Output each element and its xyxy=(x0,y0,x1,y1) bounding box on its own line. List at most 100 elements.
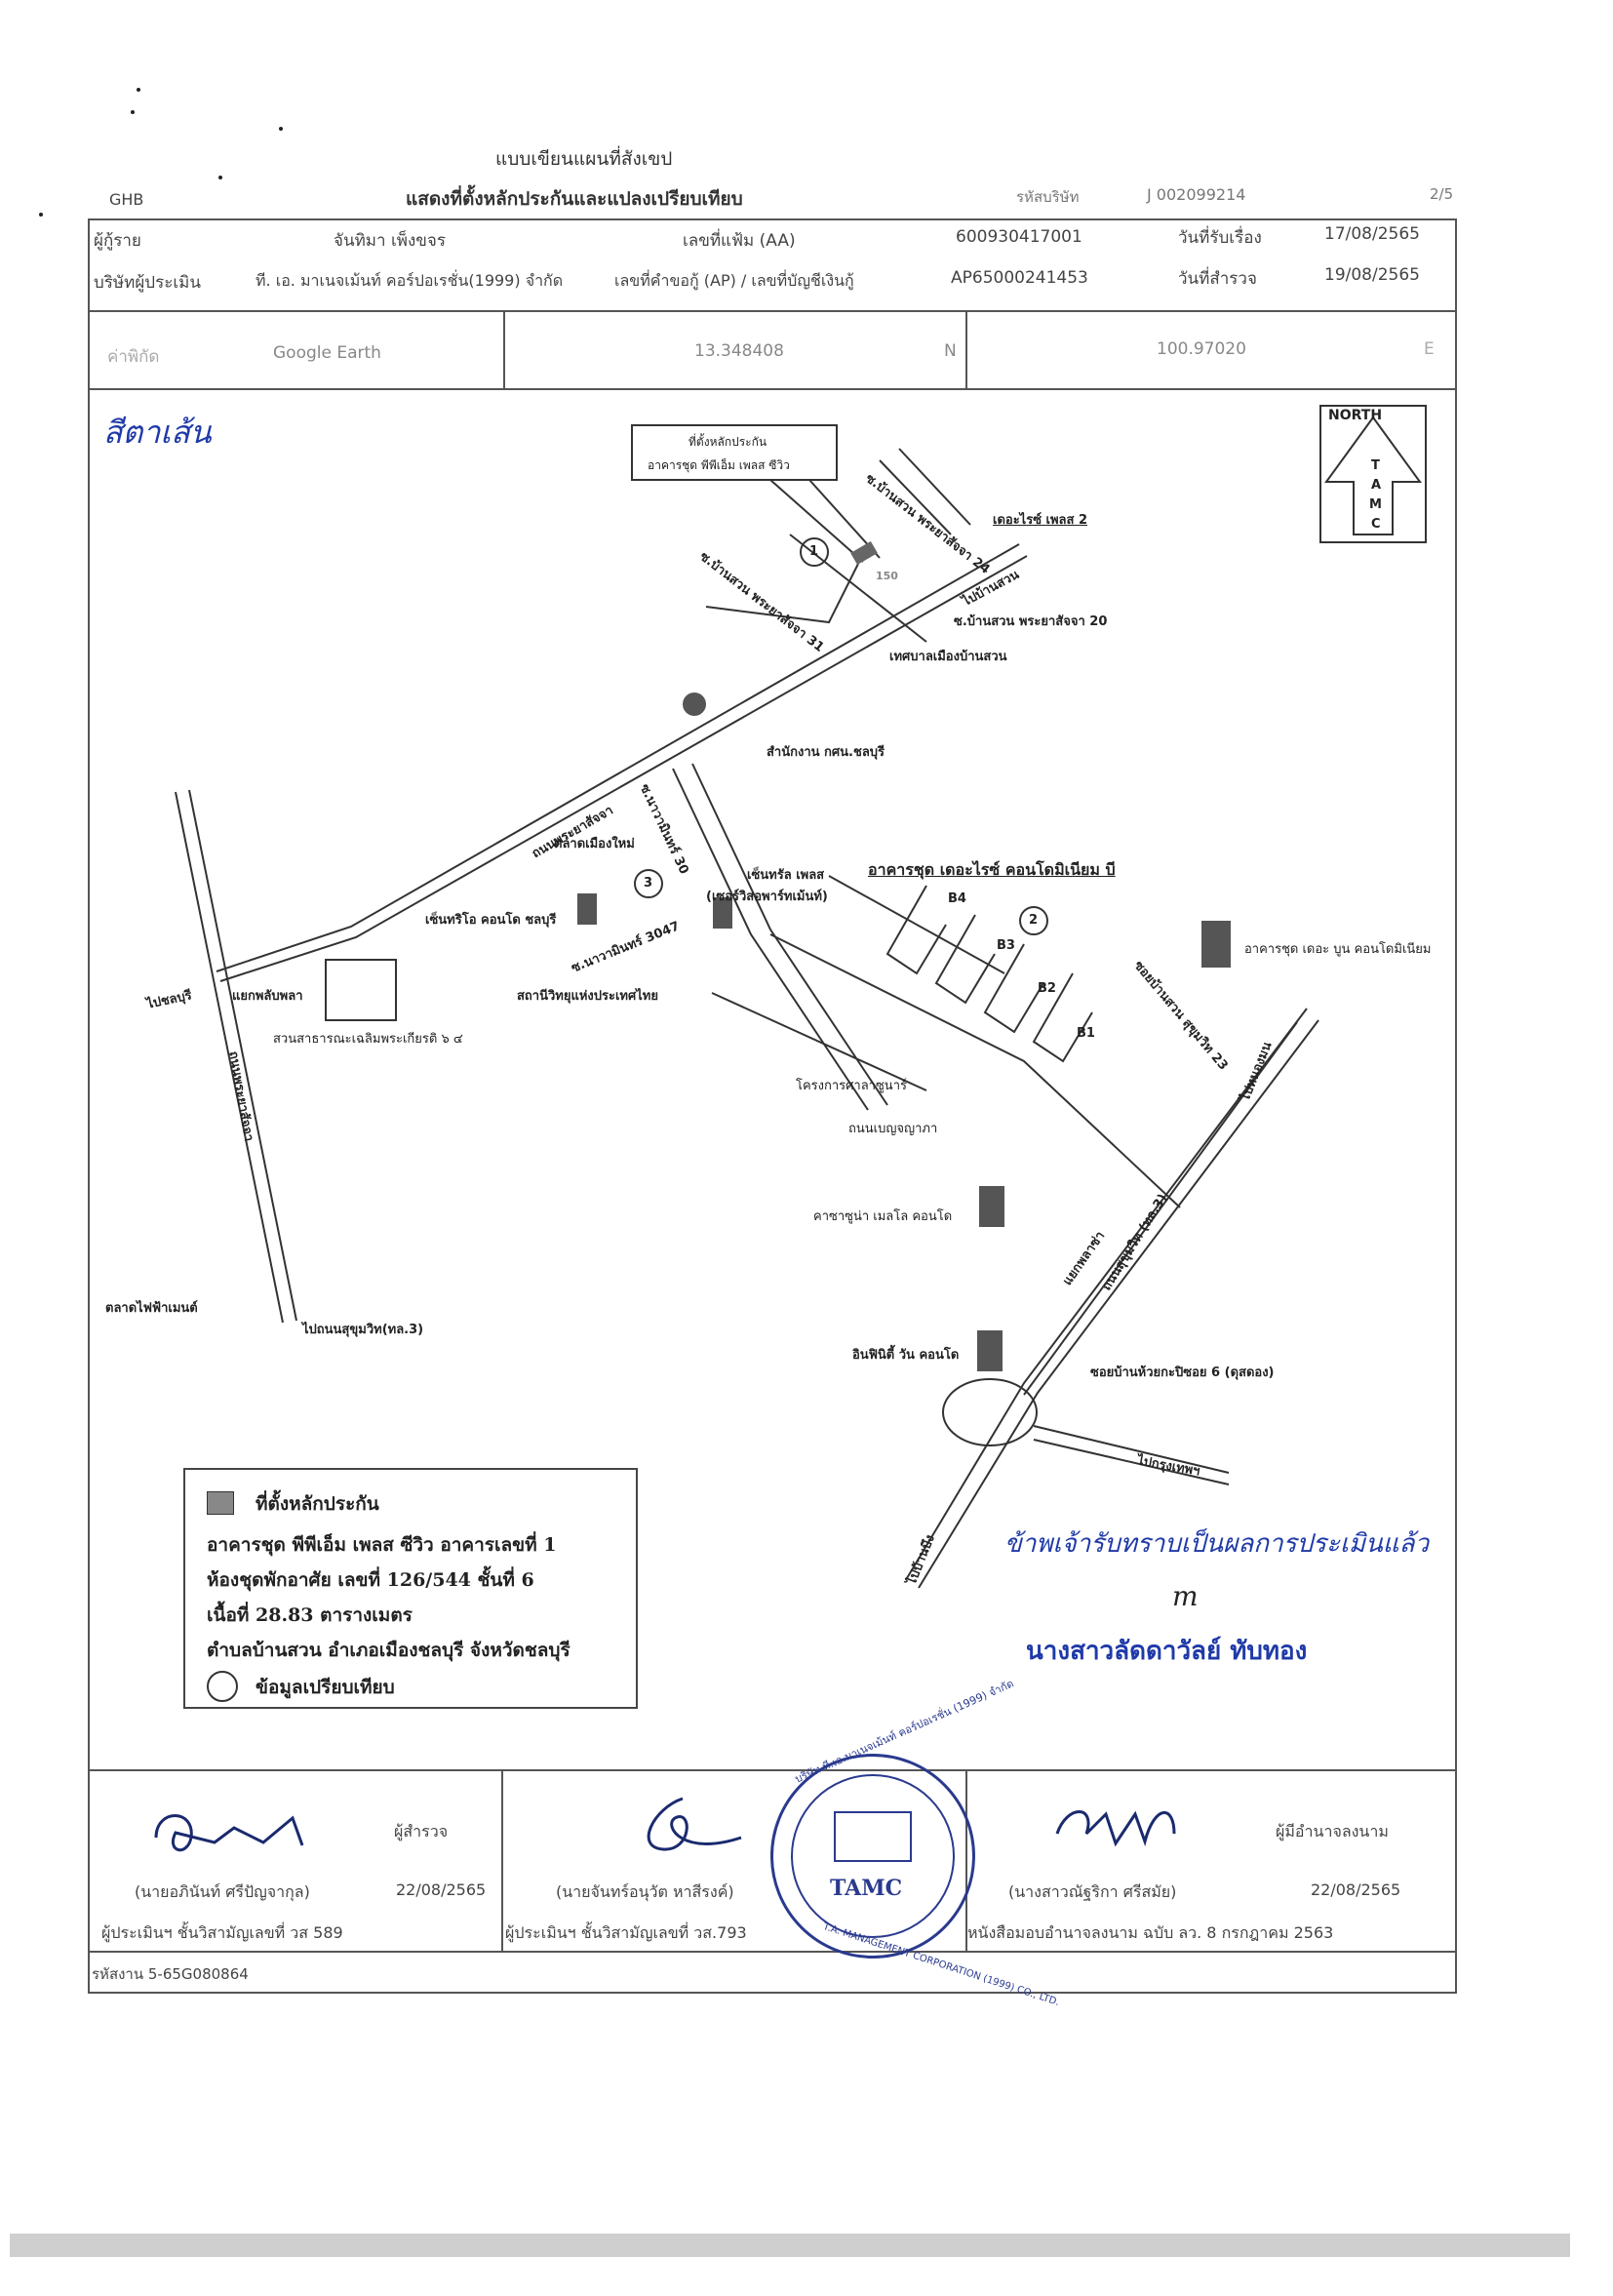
collateral-swatch xyxy=(207,1491,234,1515)
map-label: โครงการศาลาซูนาร์ xyxy=(796,1079,907,1093)
surveyor-date: 22/08/2565 xyxy=(396,1880,487,1899)
authorizer-role: ผู้มีอำนาจลงนาม xyxy=(1276,1822,1389,1841)
applicant-value: จันทิมา เพ็งขจร xyxy=(334,231,446,251)
ap-label: เลขที่คำขอกู้ (AP) / เลขที่บัญชีเงินกู้ xyxy=(614,271,854,290)
map-label: อาคารชุด เดอะ บูน คอนโดมิเนียม xyxy=(1244,942,1432,957)
callout-box xyxy=(631,424,838,481)
survey-value: 19/08/2565 xyxy=(1324,265,1420,285)
latitude-value: 13.348408 xyxy=(694,341,784,361)
map-label: เซ็นทรัล เพลส xyxy=(747,868,825,883)
form-title: แบบเขียนแผนที่สังเขป xyxy=(495,148,673,170)
road-left xyxy=(175,791,284,1324)
map-label: สถานีวิทยุแห่งประเทศไทย xyxy=(517,989,658,1004)
building-icon xyxy=(979,1186,1004,1227)
building-icon xyxy=(577,893,597,925)
applicant-label: ผู้กู้ราย xyxy=(94,231,141,251)
road-main xyxy=(216,543,1020,972)
park-block xyxy=(325,959,397,1021)
received-label: วันที่รับเรื่อง xyxy=(1178,228,1262,248)
handwritten-note: สีตาเส้น xyxy=(103,414,212,451)
marker-number: 1 xyxy=(809,544,819,559)
legend-collateral: ที่ตั้งหลักประกัน xyxy=(256,1493,379,1515)
stamp-building-icon xyxy=(834,1811,912,1862)
coord-source-label: ค่าพิกัด xyxy=(107,347,160,367)
map-label: เทศบาลเมืองบ้านสวน xyxy=(889,650,1007,664)
map-label: คาซาซูน่า เมลโล คอนโด xyxy=(813,1209,953,1224)
latitude-unit: N xyxy=(944,341,957,361)
north-arrow-box xyxy=(1319,405,1427,543)
longitude-value: 100.97020 xyxy=(1157,339,1246,359)
compare-marker-1 xyxy=(800,537,829,567)
map-label: 150 xyxy=(876,570,898,582)
signature-2 xyxy=(647,1797,742,1851)
acknowledgement-name: นางสาวลัดดาวัลย์ ทับทอง xyxy=(1026,1637,1308,1666)
map-label: ไปถนนสุขุมวิท(ทล.3) xyxy=(302,1323,424,1337)
scan-speck xyxy=(131,110,135,114)
ap-value: AP65000241453 xyxy=(951,268,1088,288)
map-label: ซ.บ้านสวน พระยาสัจจา 20 xyxy=(954,614,1108,629)
map-label: อินฟินิตี้ วัน คอนโด xyxy=(852,1348,960,1363)
building-icon xyxy=(1201,921,1231,968)
map-label: สำนักงาน กศน.ชลบุรี xyxy=(767,745,885,760)
scan-speck xyxy=(137,88,140,92)
location-map xyxy=(175,405,1427,1589)
map-label: เดอะไรซ์ เพลส 2 xyxy=(993,513,1088,528)
company-value: ที. เอ. มาเนจเม้นท์ คอร์ปอเรชั่น(1999) จ… xyxy=(256,271,564,290)
north-label: NORTH xyxy=(1328,408,1383,423)
road-sukhumvit xyxy=(906,1008,1308,1579)
north-letter: C xyxy=(1371,517,1381,532)
authorizer-date: 22/08/2565 xyxy=(1311,1880,1401,1899)
callout-line-2: อาคารชุด พีพีเอ็ม เพลส ซีวิว xyxy=(648,458,790,472)
marker-number: 3 xyxy=(644,876,653,891)
callout-line-1: ที่ตั้งหลักประกัน xyxy=(688,435,767,449)
company-code-value: J 002099214 xyxy=(1147,185,1246,204)
file-value: 600930417001 xyxy=(956,227,1082,247)
file-label: เลขที่แฟ้ม (AA) xyxy=(683,231,796,251)
marker-number: 2 xyxy=(1029,913,1039,928)
survey-label: วันที่สำรวจ xyxy=(1178,269,1257,289)
divider xyxy=(88,1769,1457,1771)
document-frame xyxy=(88,218,1457,1994)
north-arrow xyxy=(1324,416,1422,535)
scan-speck xyxy=(218,176,222,179)
signature-1 xyxy=(154,1814,304,1852)
legend-line: เนื้อที่ 28.83 ตารางเมตร xyxy=(207,1604,413,1626)
surveyor-name: (นายอภินันท์ ศรีปัญจากุล) xyxy=(135,1882,310,1901)
building-icon xyxy=(977,1330,1003,1371)
company-stamp: TAMC xyxy=(770,1754,975,1959)
building-label: B2 xyxy=(1038,981,1056,996)
building-icon xyxy=(713,897,732,929)
map-legend: ที่ตั้งหลักประกัน อาคารชุด พีพีเอ็ม เพลส… xyxy=(183,1468,638,1709)
page-number: 2/5 xyxy=(1430,185,1454,203)
company-code-label: รหัสบริษัท xyxy=(1016,188,1080,206)
compare-swatch xyxy=(207,1671,238,1702)
map-label: แยกพลับพลา xyxy=(232,989,303,1004)
roundabout xyxy=(942,1378,1038,1446)
coord-source-value: Google Earth xyxy=(273,343,381,363)
tessaban-icon xyxy=(683,693,706,716)
acknowledgement-note: ข้าพเจ้ารับทราบเป็นผลการประเมินแล้ว xyxy=(1004,1529,1430,1559)
north-letter: T xyxy=(1371,458,1380,473)
form-subtitle: แสดงที่ตั้งหลักประกันและแปลงเปรียบเทียบ xyxy=(406,188,743,210)
compare-marker-2 xyxy=(1019,906,1048,935)
map-label: ตลาดไฟฟ้าเมนต์ xyxy=(105,1301,198,1316)
acknowledgement-signature: m xyxy=(1172,1580,1199,1612)
stamp-center: TAMC xyxy=(830,1876,903,1901)
divider xyxy=(88,310,1457,312)
divider xyxy=(501,1769,503,1951)
authorizer-name: (นางสาวณัฐริกา ศรีสมัย) xyxy=(1008,1882,1177,1901)
map-label: (เซอร์วิสอพาร์ทเม้นท์) xyxy=(706,890,828,904)
surveyor-license: ผู้ประเมินฯ ชั้นวิสามัญเลขที่ วส 589 xyxy=(101,1923,343,1942)
compare-marker-3 xyxy=(634,869,663,898)
divider xyxy=(88,1951,1457,1953)
map-label: ถนนเบญจญาภา xyxy=(848,1122,938,1136)
signature-3 xyxy=(1055,1810,1176,1847)
legend-line: ห้องชุดพักอาศัย เลขที่ 126/544 ชั้นที่ 6 xyxy=(207,1569,534,1591)
map-label: อาคารชุด เดอะไรซ์ คอนโดมิเนียม บี xyxy=(868,860,1116,879)
legend-line: อาคารชุด พีพีเอ็ม เพลส ซีวิว อาคารเลขที่… xyxy=(207,1534,557,1556)
surveyor-role: ผู้สำรวจ xyxy=(394,1822,449,1841)
received-value: 17/08/2565 xyxy=(1324,224,1420,244)
map-label: เซ็นทริโอ คอนโด ชลบุรี xyxy=(425,913,557,928)
authorizer-license: หนังสือมอบอำนาจลงนาม ฉบับ ลว. 8 กรกฎาคม … xyxy=(967,1923,1334,1942)
north-letter: A xyxy=(1371,478,1382,493)
